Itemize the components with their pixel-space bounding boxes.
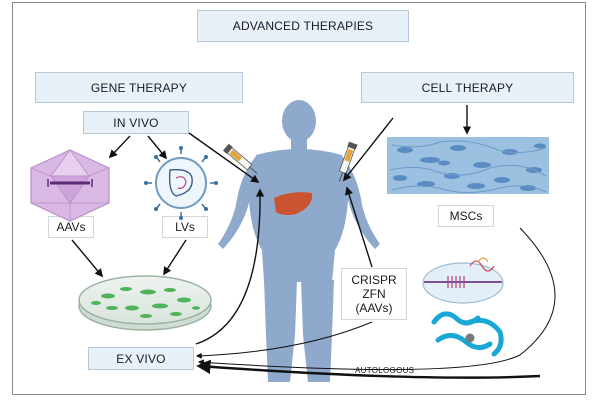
arrow-cell-therapy-to-body [342,117,394,182]
arrow-in-vivo-to-aav [108,135,131,159]
cell-therapy-box: CELL THERAPY [361,72,574,103]
arrow-tools-to-body [345,186,373,268]
editing-tools-box: CRISPR ZFN (AAVs) [341,268,407,320]
zfn-label: ZFN [362,287,386,301]
aavs-tool-label: (AAVs) [355,301,393,315]
curve-tools-to-ex-vivo [195,321,373,359]
diagram-frame [12,2,586,395]
crispr-complex-icon [422,257,504,304]
aav-capsid-icon [30,149,110,222]
petri-dish-icon [78,275,212,331]
aavs-label: AAVs [48,216,94,238]
arrow-in-vivo-to-lv [147,135,168,160]
arrows [71,105,472,345]
ex-vivo-box: EX VIVO [88,347,194,370]
liver-icon [274,192,313,216]
arrow-in-vivo-to-body [188,132,260,183]
arrow-aav-to-petri [71,239,104,278]
crispr-label: CRISPR [351,273,397,287]
msc-micrograph [387,137,549,194]
zinc-finger-protein-icon [431,311,504,357]
human-figure [218,100,380,382]
curve-mscs-to-ex-vivo [197,227,556,371]
gene-therapy-box: GENE THERAPY [35,72,243,103]
autologous-arrow [196,359,541,379]
autologous-label: AUTOLOGOUS [355,366,415,375]
in-vivo-box: IN VIVO [83,111,189,134]
title-box: ADVANCED THERAPIES [197,10,409,42]
syringe-right-icon [338,141,358,182]
arrow-ex-vivo-to-body [195,188,265,345]
mscs-label: MSCs [438,205,494,227]
lvs-label: LVs [162,216,208,238]
lentivirus-icon [144,146,218,220]
syringe-left-icon [222,143,258,174]
arrow-lv-to-petri [163,239,187,276]
